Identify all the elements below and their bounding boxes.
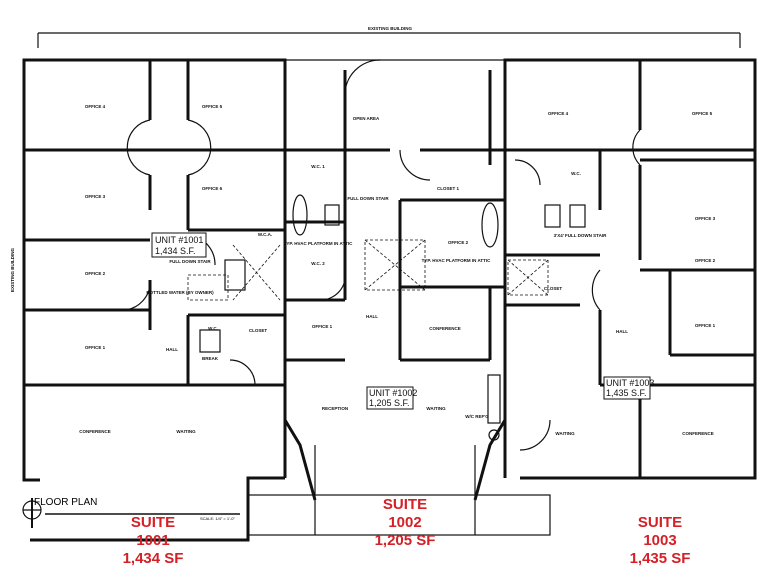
room-label: OFFICE 2 xyxy=(85,271,106,276)
existing-building-side-label: EXISTING BUILDING xyxy=(10,248,15,293)
suite-1001-walls xyxy=(24,60,285,387)
suite-label: SUITE xyxy=(637,514,683,531)
room-label: BREAK xyxy=(202,356,219,361)
suite-number: 1003 xyxy=(643,532,677,549)
room-label: OFFICE 2 xyxy=(695,258,716,263)
room-label: W.C. xyxy=(208,326,218,331)
room-label: OFFICE 1 xyxy=(312,324,333,329)
existing-building-label: EXISTING BUILDING xyxy=(368,26,413,31)
exterior-walls xyxy=(22,58,757,542)
room-label: CONFERENCE xyxy=(682,431,714,436)
unit-1002-area: 1,205 S.F. xyxy=(369,398,410,408)
room-label: HALL xyxy=(616,329,628,334)
unit-1003-area: 1,435 S.F. xyxy=(606,388,647,398)
room-label: HALL xyxy=(166,347,178,352)
unit-1002-number: UNIT #1002 xyxy=(369,388,417,398)
suite-label: SUITE xyxy=(130,514,176,531)
suite-1002-walls xyxy=(285,59,505,441)
room-label: OFFICE 5 xyxy=(692,111,713,116)
north-arrow-icon xyxy=(22,498,42,528)
room-label: BOTTLED WATER (BY OWNER) xyxy=(146,290,214,295)
room-label: RECEPTION xyxy=(322,406,348,411)
room-label: OPEN AREA xyxy=(353,116,380,121)
room-label: FULL DOWN STAIR xyxy=(347,196,389,201)
room-label: W.C. 1 xyxy=(311,164,325,169)
room-label: OFFICE 3 xyxy=(695,216,716,221)
suite-1001-callout: SUITE 1001 1,434 SF xyxy=(93,514,213,568)
room-label: OFFICE 2 xyxy=(448,240,469,245)
suite-1003-callout: SUITE 1003 1,435 SF xyxy=(600,514,720,568)
suite-area: 1,434 SF xyxy=(122,550,184,567)
room-label: TYP. HVAC PLATFORM IN ATTIC xyxy=(422,258,491,263)
room-label: WAITING xyxy=(176,429,196,434)
room-label: OFFICE 4 xyxy=(85,104,106,109)
room-label: W.C.A. xyxy=(258,232,272,237)
room-label: CLOSET xyxy=(544,286,563,291)
room-label: FULL DOWN STAIR xyxy=(169,259,211,264)
unit-1001-area: 1,434 S.F. xyxy=(155,246,196,256)
room-label: W.C. 2 xyxy=(311,261,325,266)
unit-1002-tag xyxy=(366,386,414,410)
room-label: TYP. HVAC PLATFORM IN ATTIC xyxy=(284,241,353,246)
scale-note: SCALE: 1/4" = 1'-0" xyxy=(200,516,235,521)
room-label: CONFERENCE xyxy=(79,429,111,434)
suite-area: 1,205 SF xyxy=(374,532,436,549)
room-label: OFFICE 3 xyxy=(85,194,106,199)
room-label: W/C REF'G xyxy=(465,414,489,419)
room-label: OFFICE 4 xyxy=(548,111,569,116)
room-label: 3'X4' FULL DOWN STAIR xyxy=(554,233,607,238)
room-label: WAITING xyxy=(555,431,575,436)
room-label: HALL xyxy=(366,314,378,319)
room-label: CONFERENCE xyxy=(429,326,461,331)
room-label: OFFICE 1 xyxy=(85,345,106,350)
room-label: OFFICE 6 xyxy=(202,186,223,191)
unit-1003-tag xyxy=(603,376,651,400)
room-label: WAITING xyxy=(426,406,446,411)
floor-plan-title: FLOOR PLAN xyxy=(34,497,98,508)
suite-1002-callout: SUITE 1002 1,205 SF xyxy=(345,496,465,550)
suite-area: 1,435 SF xyxy=(629,550,691,567)
room-label: CLOSET 1 xyxy=(437,186,460,191)
unit-1001-tag xyxy=(151,232,207,258)
room-label: OFFICE 5 xyxy=(202,104,223,109)
suite-1003-walls xyxy=(505,60,755,478)
suite-number: 1001 xyxy=(136,532,170,549)
suite-label: SUITE xyxy=(382,496,428,513)
room-label: CLOSET xyxy=(249,328,268,333)
room-label: OFFICE 1 xyxy=(695,323,716,328)
unit-1003-number: UNIT #1003 xyxy=(606,378,654,388)
suite-number: 1002 xyxy=(388,514,422,531)
unit-1001-number: UNIT #1001 xyxy=(155,235,203,245)
room-label: W.C. xyxy=(571,171,581,176)
